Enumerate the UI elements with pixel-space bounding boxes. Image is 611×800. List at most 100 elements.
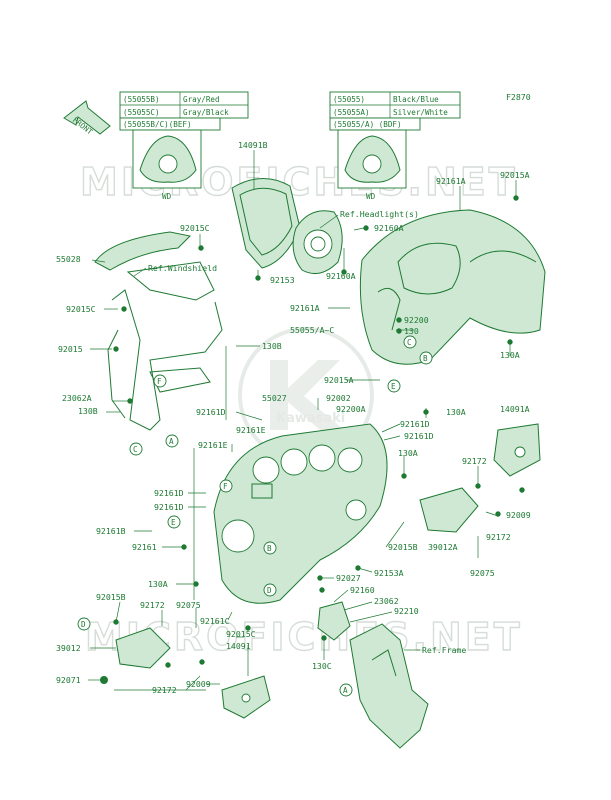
callout-C-1: C (403, 335, 417, 349)
label-92161D-a: 92161D (196, 407, 226, 417)
callout-D-1: D (77, 617, 91, 631)
label-92075-a: 92075 (470, 568, 495, 578)
legend-left-color-1: Gray/Red (183, 95, 220, 104)
headlight-assembly (292, 210, 343, 275)
reference-callouts: A A B B C C D D E E F F (77, 335, 433, 697)
legend-left-code-2: (55055C) (123, 108, 160, 117)
label-14091: 14091 (226, 641, 251, 651)
label-ref-frame: Ref.Frame (422, 645, 466, 655)
svg-text:A: A (343, 686, 348, 695)
leader-lines (88, 150, 517, 691)
svg-text:C: C (133, 445, 138, 454)
label-130A-bottom: 130A (148, 579, 168, 589)
bracket-left-bottom (115, 627, 171, 669)
kawasaki-logo-text: Kawasaki (276, 411, 345, 426)
label-92161B: 92161B (96, 526, 126, 536)
label-92161A-mid: 92161A (290, 303, 320, 313)
legend-left: (55055B) Gray/Red (55055C) Gray/Black (5… (119, 91, 249, 201)
label-92153: 92153 (270, 275, 295, 285)
label-92200: 92200 (404, 315, 429, 325)
svg-text:B: B (267, 544, 272, 553)
label-92015: 92015 (58, 344, 83, 354)
label-55027: 55027 (262, 393, 287, 403)
small-bracket-23062 (317, 601, 351, 641)
callout-C-2: C (129, 442, 143, 456)
figure-code: F2870 (506, 92, 531, 102)
callout-E-1: E (387, 379, 401, 393)
label-92160: 92160 (350, 585, 375, 595)
label-14091A: 14091A (500, 404, 530, 414)
label-92161E-a: 92161E (236, 425, 266, 435)
inner-fairing (213, 423, 388, 604)
label-92015C-top: 92015C (180, 223, 210, 233)
label-92071: 92071 (56, 675, 81, 685)
bracket-right (419, 487, 479, 533)
hardware-markers (100, 195, 525, 684)
svg-text:F: F (223, 482, 228, 491)
label-130C: 130C (312, 661, 332, 671)
label-14091B: 14091B (238, 140, 268, 150)
label-92015C-mid: 92015C (66, 304, 96, 314)
label-92161E-b: 92161E (198, 440, 228, 450)
callout-E-2: E (167, 515, 181, 529)
label-92172-c: 92172 (140, 600, 165, 610)
svg-text:E: E (391, 382, 396, 391)
label-92161D-b: 92161D (400, 419, 430, 429)
part-labels: 14091B 92161A 92015A Ref.Headlight(s) 92… (56, 140, 531, 695)
label-39012: 39012 (56, 643, 81, 653)
label-92161C: 92161C (200, 616, 230, 626)
legend-right-caption: WD (366, 192, 376, 201)
label-92200A: 92200A (336, 404, 366, 414)
label-92015C-bottom: 92015C (226, 629, 256, 639)
label-92015A-top: 92015A (500, 170, 530, 180)
label-55055-A-C: 55055/A~C (290, 325, 334, 335)
label-92015A-mid: 92015A (324, 375, 354, 385)
label-130A-right: 130A (500, 350, 520, 360)
callout-F-2: F (219, 479, 233, 493)
label-130: 130 (404, 326, 419, 336)
switch-panel-bottom (221, 675, 271, 719)
legend-right: (55055) Black/Blue (55055A) Silver/White… (329, 91, 461, 201)
switch-panel-right (493, 423, 541, 477)
label-92210: 92210 (394, 606, 419, 616)
legend-right-code-2: (55055A) (333, 108, 370, 117)
label-130B-top: 130B (262, 341, 282, 351)
label-23062: 23062 (374, 596, 399, 606)
svg-text:C: C (407, 338, 412, 347)
label-ref-headlight: Ref.Headlight(s) (340, 209, 419, 219)
label-92161: 92161 (132, 542, 157, 552)
label-92160A-mid: 92160A (326, 271, 356, 281)
label-92172-a: 92172 (462, 456, 487, 466)
label-92153A: 92153A (374, 568, 404, 578)
legend-right-variant: (55055/A) (BDF) (333, 120, 402, 129)
svg-text:D: D (81, 620, 86, 629)
callout-B-1: B (419, 351, 433, 365)
label-92161D-e: 92161D (154, 502, 184, 512)
callout-A-2: A (339, 683, 353, 697)
windshield-bracket (94, 231, 223, 431)
label-130A-mid: 130A (446, 407, 466, 417)
label-92015B-mid: 92015B (388, 542, 418, 552)
label-92027: 92027 (336, 573, 361, 583)
legend-left-color-2: Gray/Black (183, 108, 229, 117)
headlight-cover (231, 177, 301, 269)
front-arrow: FRONT (63, 100, 111, 137)
label-92172-d: 92172 (152, 685, 177, 695)
frame-reference (349, 623, 429, 749)
label-92172-b: 92172 (486, 532, 511, 542)
svg-text:D: D (267, 586, 272, 595)
legend-left-variant: (55055B/C)(BEF) (123, 120, 192, 129)
label-92009-a: 92009 (506, 510, 531, 520)
label-92160A-top: 92160A (374, 223, 404, 233)
callout-A-1: A (165, 434, 179, 448)
label-130B-left: 130B (78, 406, 98, 416)
label-ref-windshield: Ref.Windshield (148, 263, 217, 273)
label-39012A: 39012A (428, 542, 458, 552)
legend-left-code-1: (55055B) (123, 95, 160, 104)
label-92009-b: 92009 (186, 679, 211, 689)
callout-B-2: B (263, 541, 277, 555)
label-23062A: 23062A (62, 393, 92, 403)
legend-left-caption: WD (162, 192, 172, 201)
label-55028: 55028 (56, 254, 81, 264)
callout-D-2: D (263, 583, 277, 597)
